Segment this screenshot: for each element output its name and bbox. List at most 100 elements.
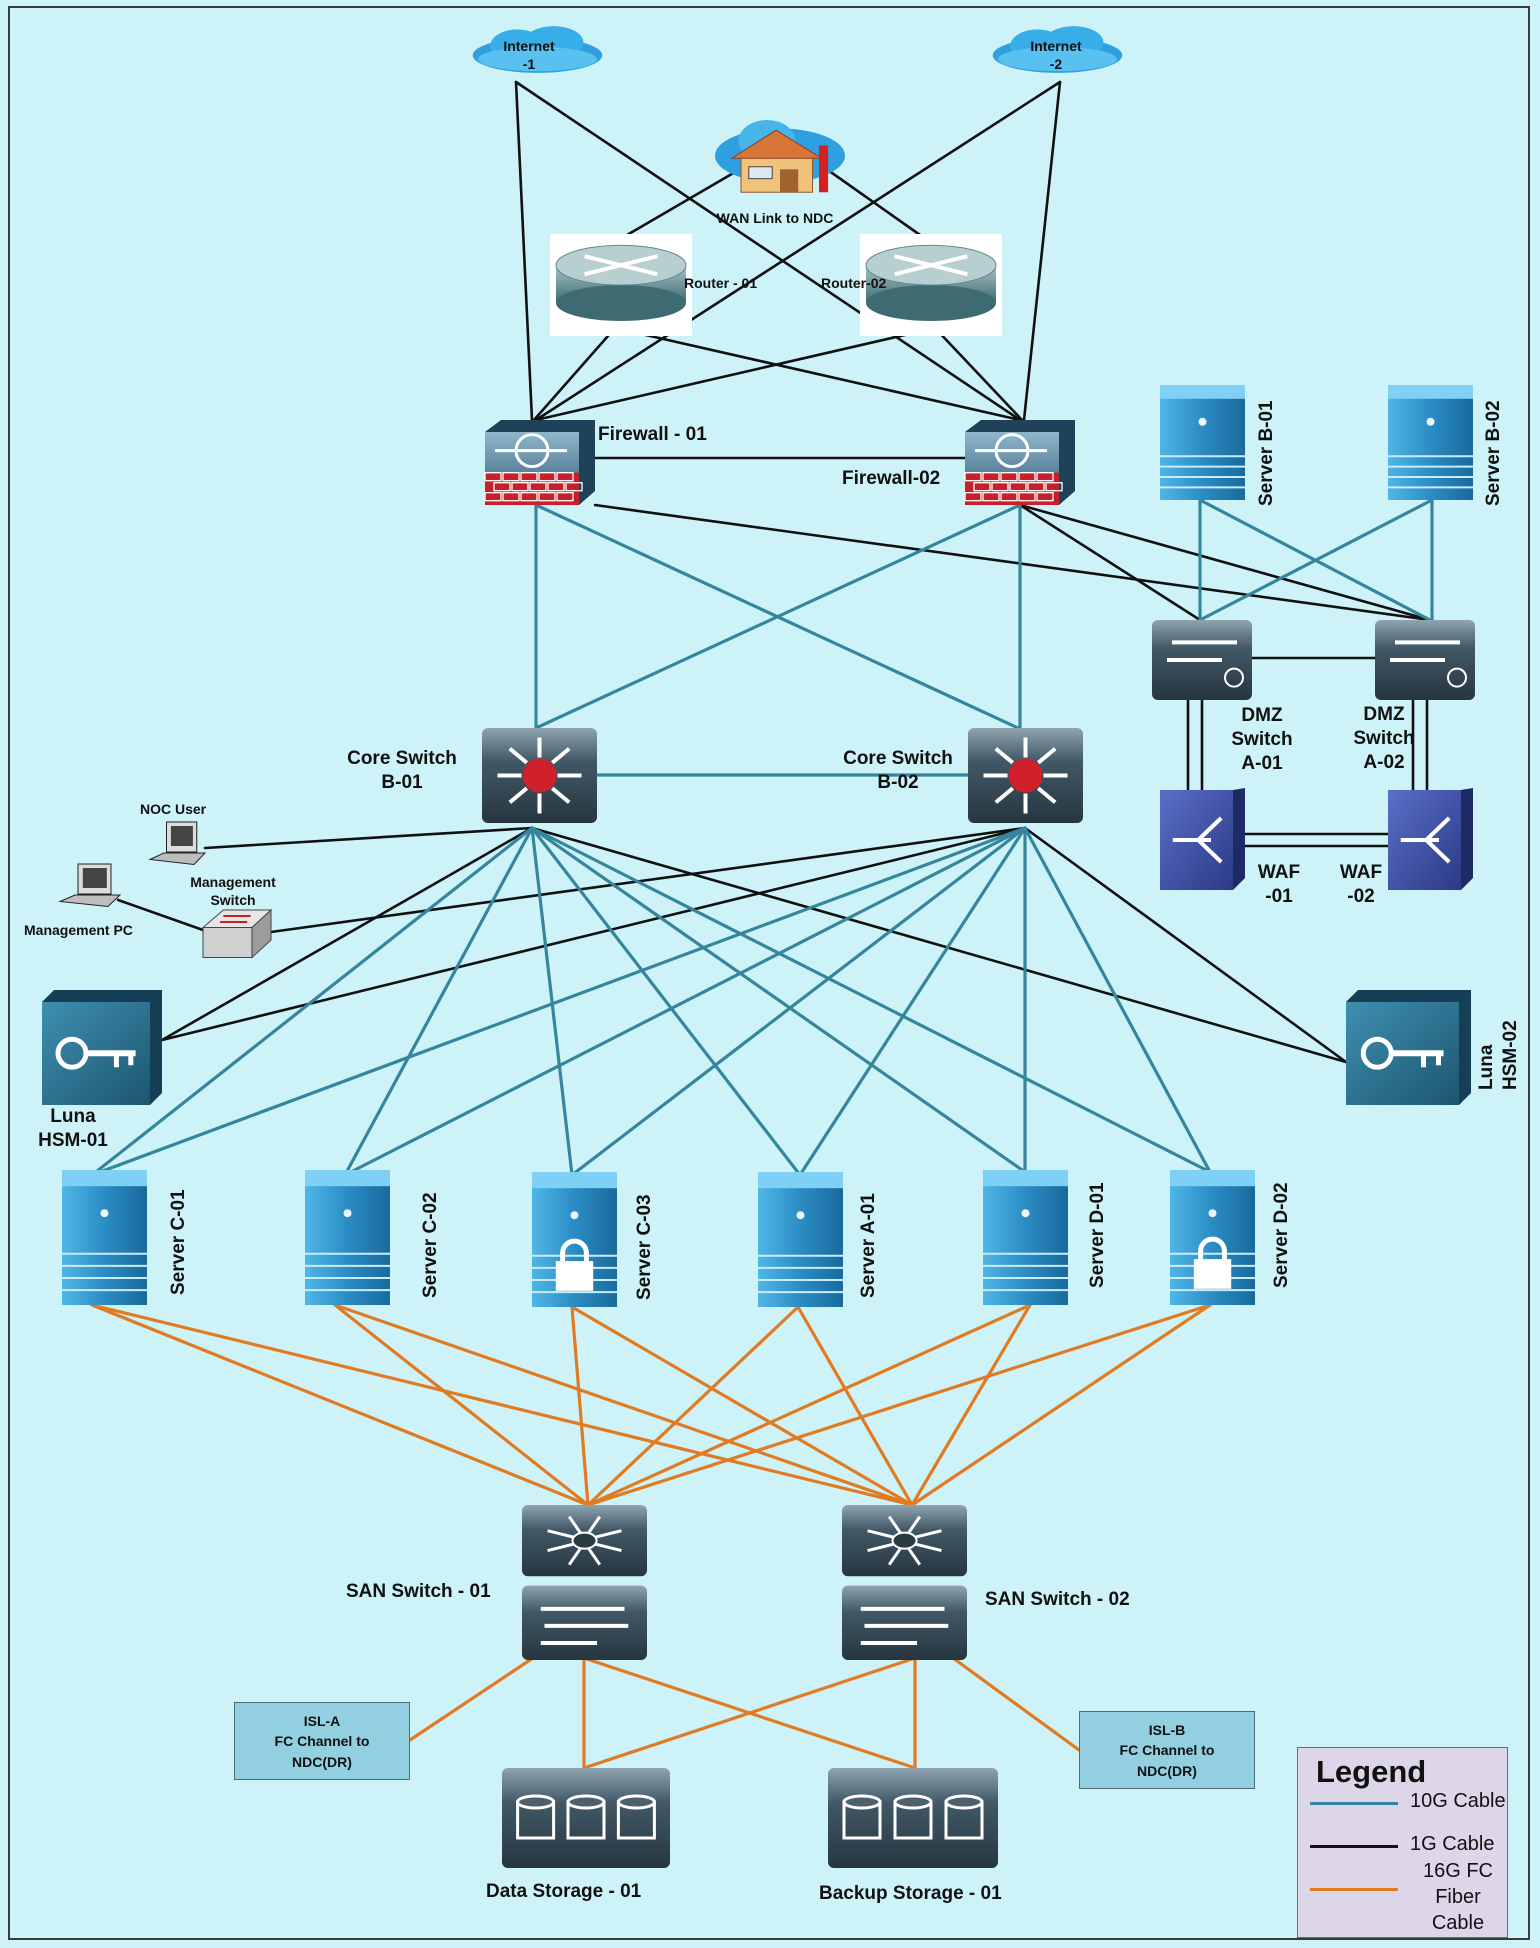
router-icon: [550, 234, 692, 336]
cloud-icon: [992, 26, 1123, 73]
firewall-icon: [484, 420, 595, 505]
switch-icon: [201, 908, 273, 959]
link-core-b01-to-server-a01: [530, 826, 802, 1177]
link-internet-2-to-firewall-02: [1022, 80, 1062, 422]
link-firewall-02-to-core-b01: [534, 503, 1022, 730]
data-storage-label: Data Storage - 01: [486, 1881, 642, 1902]
link-server-c02-to-san-01: [333, 1303, 590, 1507]
san-switch-01-label: SAN Switch - 01: [346, 1581, 491, 1602]
link-server-a01-to-san-02: [796, 1305, 914, 1507]
link-core-b01-to-server-d01: [530, 826, 1027, 1174]
server-icon: [62, 1170, 147, 1305]
link-core-b02-to-server-a01: [798, 826, 1027, 1177]
secure-server-icon: [1170, 1170, 1255, 1305]
link-internet-1-to-firewall-02: [514, 80, 1022, 422]
server-icon: [305, 1170, 390, 1305]
link-firewall-02-to-dmz-a01: [1018, 503, 1202, 622]
server-d01-label: Server D-01: [1087, 1182, 1108, 1288]
backup-storage-label: Backup Storage - 01: [819, 1883, 1002, 1904]
legend-swatch-10g: [1310, 1802, 1398, 1805]
storage-icon: [502, 1768, 670, 1868]
link-core-b02-to-server-c02: [343, 826, 1027, 1177]
waf-icon: [1388, 788, 1473, 890]
waf-02-label: WAF-02: [1339, 862, 1383, 907]
link-firewall-01-to-dmz-a02: [593, 503, 1432, 622]
link-internet-1-to-firewall-01: [514, 80, 534, 422]
key-icon: [42, 990, 162, 1105]
link-server-c03-to-san-01: [570, 1305, 590, 1507]
cloud-icon: [472, 26, 603, 73]
noc-user-label: NOC User: [140, 801, 207, 817]
router-01-label: Router - 01: [684, 275, 758, 291]
firewall-02-label: Firewall-02: [842, 468, 941, 489]
server-icon: [1388, 385, 1473, 500]
link-wan-link-to-router-01: [613, 166, 744, 244]
firewall-01-label: Firewall - 01: [598, 424, 707, 445]
link-core-b01-to-hsm-01: [160, 826, 534, 1042]
link-core-b01-to-noc-user: [203, 826, 534, 850]
link-server-c03-to-san-02: [570, 1305, 914, 1507]
link-san-01-to-isl-a: [408, 1648, 547, 1742]
link-server-d02-to-san-01: [586, 1303, 1212, 1507]
link-core-b02-to-server-c03: [570, 826, 1027, 1177]
link-router-02-to-firewall-01: [534, 326, 937, 422]
server-c03-label: Server C-03: [634, 1194, 655, 1300]
legend-title: Legend: [1316, 1754, 1427, 1789]
san-switch-icon: [842, 1505, 967, 1660]
server-icon: [758, 1172, 843, 1307]
waf-icon: [1160, 788, 1245, 890]
switch-icon: [1152, 620, 1252, 700]
link-core-b01-to-server-c03: [530, 826, 574, 1177]
link-server-c02-to-san-02: [333, 1303, 914, 1507]
waf-01-label: WAF-01: [1257, 862, 1301, 907]
core-switch-icon: [482, 728, 597, 823]
firewall-icon: [964, 420, 1075, 505]
link-server-d01-to-san-01: [586, 1303, 1032, 1507]
link-core-b01-to-server-c01: [90, 826, 534, 1177]
link-core-b02-to-server-c01: [90, 826, 1027, 1177]
link-mgmt-pc-to-mgmt-switch: [116, 898, 205, 932]
management-pc-label: Management PC: [24, 922, 133, 938]
link-router-02-to-firewall-02: [933, 326, 1024, 422]
server-b02-label: Server B-02: [1483, 400, 1504, 506]
link-core-b01-to-hsm-02: [530, 826, 1348, 1064]
workstation-icon: [148, 821, 207, 866]
link-internet-2-to-firewall-01: [534, 80, 1062, 422]
server-d02-label: Server D-02: [1271, 1182, 1292, 1288]
home-cloud-icon: [715, 120, 845, 193]
core-switch-icon: [968, 728, 1083, 823]
legend-swatch-16g-fc: [1310, 1888, 1398, 1891]
link-server-c01-to-san-02: [90, 1303, 914, 1507]
link-server-b02-to-dmz-a01: [1198, 498, 1434, 622]
internet-2-label: Internet-2: [1030, 38, 1082, 72]
link-core-b01-to-server-c02: [343, 826, 534, 1177]
link-firewall-02-to-dmz-a02: [1018, 503, 1432, 622]
server-c01-label: Server C-01: [168, 1189, 189, 1295]
legend-label-1g: 1G Cable: [1410, 1833, 1495, 1855]
link-wan-link-to-router-02: [823, 166, 932, 244]
link-router-01-to-firewall-02: [613, 326, 1022, 422]
san-switch-02-label: SAN Switch - 02: [985, 1589, 1130, 1610]
server-icon: [983, 1170, 1068, 1305]
link-core-b02-to-hsm-02: [1023, 826, 1348, 1064]
router-icon: [860, 234, 1002, 336]
link-san-02-to-isl-b: [940, 1648, 1081, 1752]
link-san-02-to-data-storage: [582, 1656, 917, 1770]
internet-1-label: Internet-1: [503, 38, 555, 72]
workstation-icon: [58, 863, 122, 908]
link-server-c01-to-san-01: [90, 1303, 590, 1507]
server-icon: [1160, 385, 1245, 500]
switch-icon: [1375, 620, 1475, 700]
